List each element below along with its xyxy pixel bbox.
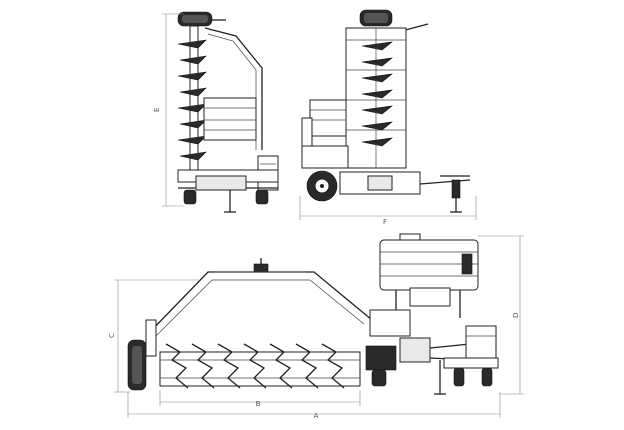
dimension-label-C: C [108, 333, 116, 338]
front-view: F [299, 9, 477, 226]
spare-wheel [177, 11, 226, 27]
front-auger-flights [361, 41, 394, 147]
dimension-label-A: A [314, 412, 319, 420]
water-tank [379, 233, 479, 318]
side-view: E [153, 11, 279, 213]
long-view: A B C D [108, 233, 524, 420]
dimension-label-E: E [153, 108, 161, 112]
auger-flights [177, 39, 207, 161]
long-auger-flights [165, 343, 345, 389]
dimension-label-B: B [256, 400, 261, 408]
dimension-label-F: F [383, 218, 387, 226]
dimension-label-D: D [512, 313, 520, 318]
